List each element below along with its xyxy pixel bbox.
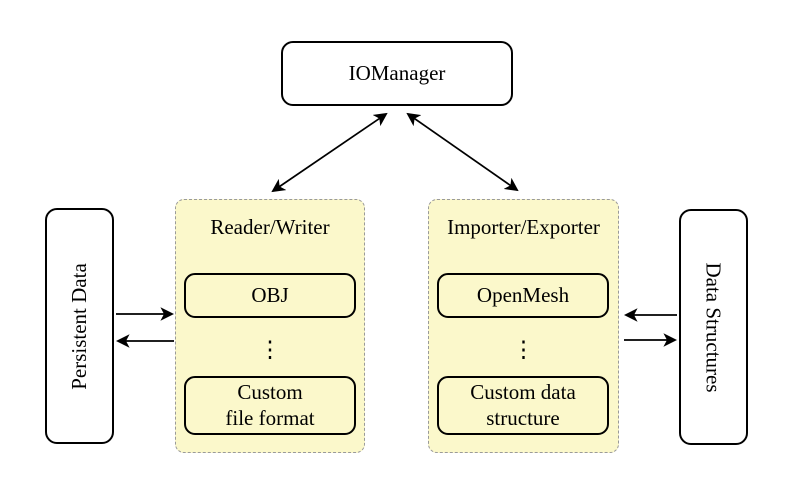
node-openmesh-label: OpenMesh: [476, 282, 570, 307]
node-obj-label: OBJ: [251, 282, 289, 307]
arrow-iomanager-importer-exporter: [406, 112, 519, 192]
node-data-structures: Data Structures: [679, 209, 748, 445]
node-obj: OBJ: [184, 273, 356, 318]
node-custom-file-format-line1: Custom: [237, 379, 303, 404]
node-iomanager-label: IOManager: [348, 61, 446, 85]
node-custom-file-format: Custom file format: [184, 376, 356, 435]
node-custom-data-structure: Custom data structure: [437, 376, 609, 435]
arrow-iomanager-reader-writer: [271, 112, 388, 193]
node-persistent-data: Persistent Data: [45, 208, 114, 444]
ellipsis-importer-exporter: ⋮: [512, 337, 535, 362]
ellipsis-reader-writer: ⋮: [258, 337, 282, 362]
group-importer-exporter-title: Importer/Exporter: [447, 215, 600, 239]
group-importer-exporter: Importer/Exporter OpenMesh ⋮ Custom data…: [428, 199, 619, 453]
node-iomanager: IOManager: [281, 41, 513, 106]
node-custom-data-structure-line2: structure: [486, 405, 560, 430]
node-persistent-data-label: Persistent Data: [67, 262, 91, 390]
node-data-structures-label: Data Structures: [702, 261, 727, 393]
node-openmesh: OpenMesh: [437, 273, 609, 318]
group-reader-writer: Reader/Writer OBJ ⋮ Custom file format: [175, 199, 365, 453]
node-custom-data-structure-line1: Custom data: [470, 379, 576, 404]
node-custom-file-format-line2: file format: [225, 405, 315, 430]
group-reader-writer-title: Reader/Writer: [210, 215, 330, 239]
